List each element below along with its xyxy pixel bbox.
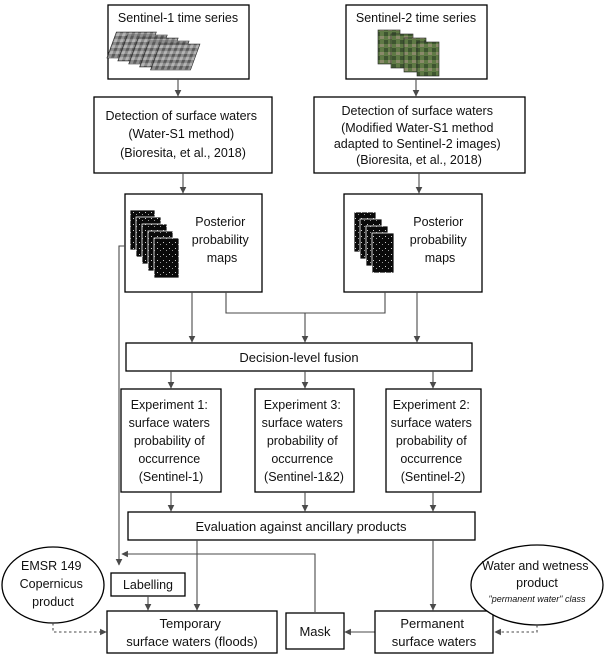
temporary-waters-box: Temporary surface waters (floods) — [106, 610, 278, 654]
experiment-2-text: Experiment 2: surface waters probability… — [391, 398, 476, 484]
mask-label: Mask — [299, 624, 331, 639]
s1-series-title: Sentinel-1 time series — [118, 11, 238, 25]
s2-detection-box: Detection of surface waters (Modified Wa… — [313, 96, 526, 174]
labelling-box: Labelling — [110, 572, 186, 597]
temporary-waters-text: Temporary surface waters (floods) — [126, 616, 258, 649]
s1-probability-maps-icon — [129, 209, 180, 279]
s1-detection-text: Detection of surface waters (Water-S1 me… — [106, 109, 261, 160]
fusion-box: Decision-level fusion — [125, 342, 473, 372]
s2-series-title: Sentinel-2 time series — [356, 11, 476, 25]
s1-image-stack-icon — [106, 31, 201, 71]
s2-posterior-text: Posterior probability maps — [410, 215, 470, 265]
experiment-2-box: Experiment 2: surface waters probability… — [385, 388, 482, 493]
s1-detection-box: Detection of surface waters (Water-S1 me… — [93, 96, 273, 174]
s1-series-box: Sentinel-1 time series — [106, 4, 250, 80]
s2-series-box: Sentinel-2 time series — [345, 4, 488, 80]
permanent-waters-box: Permanent surface waters — [374, 610, 494, 654]
experiment-3-text: Experiment 3: surface waters probability… — [262, 398, 347, 484]
s2-image-stack-icon — [377, 29, 440, 77]
fusion-label: Decision-level fusion — [239, 350, 358, 365]
water-wetness-ellipse: Water and wetness product "permanent wat… — [470, 544, 604, 626]
s2-probability-maps-icon — [353, 211, 395, 274]
evaluation-box: Evaluation against ancillary products — [127, 511, 476, 541]
emsr-text: EMSR 149 Copernicus product — [20, 559, 87, 609]
labelling-label: Labelling — [123, 578, 173, 592]
s2-detection-text: Detection of surface waters (Modified Wa… — [334, 104, 504, 167]
experiment-1-text: Experiment 1: surface waters probability… — [129, 398, 214, 484]
mask-box: Mask — [285, 612, 345, 650]
s2-posterior-box: Posterior probability maps — [343, 193, 483, 293]
experiment-1-box: Experiment 1: surface waters probability… — [120, 388, 222, 493]
water-wetness-class: "permanent water" class — [489, 594, 586, 604]
evaluation-label: Evaluation against ancillary products — [195, 519, 407, 534]
s1-posterior-text: Posterior probability maps — [192, 215, 252, 265]
s1-posterior-box: Posterior probability maps — [124, 193, 263, 293]
permanent-waters-text: Permanent surface waters — [392, 616, 477, 649]
emsr-product-ellipse: EMSR 149 Copernicus product — [1, 546, 105, 624]
experiment-3-box: Experiment 3: surface waters probability… — [254, 388, 355, 493]
water-wetness-text: Water and wetness product — [482, 559, 592, 590]
